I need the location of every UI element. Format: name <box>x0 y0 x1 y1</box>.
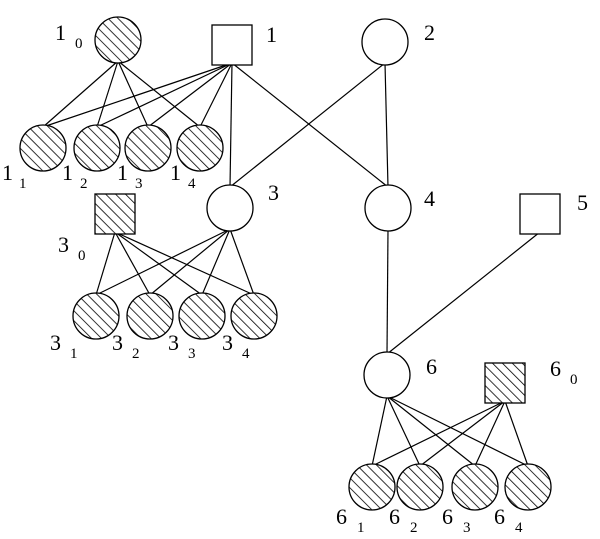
node-6_3-circle <box>451 463 499 511</box>
edge-1_0-to-1_4 <box>117 60 201 128</box>
node-2-circle <box>361 18 409 66</box>
edge-2-to-4 <box>384 62 389 188</box>
edge-3-to-3_4 <box>229 228 255 296</box>
edge-5-to-6 <box>386 231 541 355</box>
node-6_0-label: 6 <box>550 356 561 381</box>
node-6_1-circle <box>348 463 396 511</box>
edge-1-to-1_2 <box>96 62 233 128</box>
node-1_4-subscript: 4 <box>188 176 196 192</box>
node-6_1-subscript: 1 <box>357 520 365 536</box>
node-1_4-label: 1 <box>170 160 181 185</box>
edge-3_0-to-3_2 <box>114 231 151 296</box>
node-6_3-label: 6 <box>442 504 453 529</box>
edge-1-to-4 <box>231 62 389 188</box>
node-3_2-subscript: 2 <box>132 346 140 362</box>
node-1-label: 1 <box>266 22 277 47</box>
edge-6_0-to-6_1 <box>371 400 506 467</box>
node-6_0-subscript: 0 <box>570 372 578 388</box>
node-3_3-label: 3 <box>168 330 179 355</box>
node-1_4-circle <box>176 124 224 172</box>
node-3_3-circle <box>178 292 226 340</box>
node-3_4-circle <box>230 292 278 340</box>
edge-1-to-1_3 <box>147 62 233 128</box>
nodes <box>19 16 561 511</box>
edge-3-to-3_2 <box>149 228 231 296</box>
node-5-square <box>519 193 561 235</box>
edge-3-to-3_1 <box>95 228 231 296</box>
node-1_3-label: 1 <box>117 160 128 185</box>
node-4-label: 4 <box>424 186 435 211</box>
node-3_3-subscript: 3 <box>188 346 196 362</box>
node-3_0-label: 3 <box>58 232 69 257</box>
edge-3_0-to-3_3 <box>114 231 203 296</box>
node-1_3-subscript: 3 <box>135 176 143 192</box>
node-1_2-subscript: 2 <box>80 176 88 192</box>
node-2-label: 2 <box>424 20 435 45</box>
edge-6-to-6_4 <box>386 395 529 467</box>
node-1-square <box>211 24 253 66</box>
node-6_2-label: 6 <box>389 504 400 529</box>
edge-3_0-to-3_4 <box>114 231 255 296</box>
edge-6-to-6_3 <box>386 395 476 467</box>
node-6_3-subscript: 3 <box>463 520 471 536</box>
edge-1_0-to-1_2 <box>96 60 119 128</box>
node-6_2-circle <box>396 463 444 511</box>
node-3-label: 3 <box>268 180 279 205</box>
node-3_0-subscript: 0 <box>78 248 86 264</box>
node-3_1-circle <box>72 292 120 340</box>
node-3_1-subscript: 1 <box>70 346 78 362</box>
node-6_1-label: 6 <box>336 504 347 529</box>
edge-1-to-1_4 <box>199 62 233 128</box>
edge-3_0-to-3_1 <box>95 231 116 296</box>
node-6_0-square <box>484 362 526 404</box>
edge-1_0-to-1_3 <box>117 60 149 128</box>
node-1_1-subscript: 1 <box>19 176 27 192</box>
node-5-label: 5 <box>577 190 588 215</box>
node-6_4-circle <box>504 463 552 511</box>
node-3_4-subscript: 4 <box>242 346 250 362</box>
edge-1_0-to-1_1 <box>42 60 119 128</box>
edge-6_0-to-6_3 <box>474 400 506 467</box>
node-6_4-label: 6 <box>494 504 505 529</box>
node-1_0-label: 1 <box>55 20 66 45</box>
edge-1-to-3 <box>229 62 233 188</box>
edge-4-to-6 <box>386 228 389 355</box>
node-1_2-circle <box>73 124 121 172</box>
node-1_0-subscript: 0 <box>75 36 83 52</box>
node-1_1-label: 1 <box>2 160 13 185</box>
edge-6-to-6_1 <box>371 395 388 467</box>
edge-6-to-6_2 <box>386 395 421 467</box>
node-4-circle <box>364 184 412 232</box>
node-1_2-label: 1 <box>62 160 73 185</box>
node-3_1-label: 3 <box>50 330 61 355</box>
edge-6_0-to-6_2 <box>419 400 506 467</box>
node-6-circle <box>363 351 411 399</box>
node-3_4-label: 3 <box>222 330 233 355</box>
node-3-circle <box>206 184 254 232</box>
edge-3-to-3_3 <box>201 228 231 296</box>
node-6_2-subscript: 2 <box>410 520 418 536</box>
edge-6_0-to-6_4 <box>504 400 529 467</box>
edge-1-to-1_1 <box>42 62 233 128</box>
node-1_0-circle <box>94 16 142 64</box>
node-1_3-circle <box>124 124 172 172</box>
node-3_2-circle <box>126 292 174 340</box>
node-1_1-circle <box>19 124 67 172</box>
node-6_4-subscript: 4 <box>515 520 523 536</box>
node-3_0-square <box>94 193 136 235</box>
edges <box>42 60 541 467</box>
node-6-label: 6 <box>426 354 437 379</box>
edge-2-to-3 <box>229 62 386 188</box>
node-3_2-label: 3 <box>112 330 123 355</box>
